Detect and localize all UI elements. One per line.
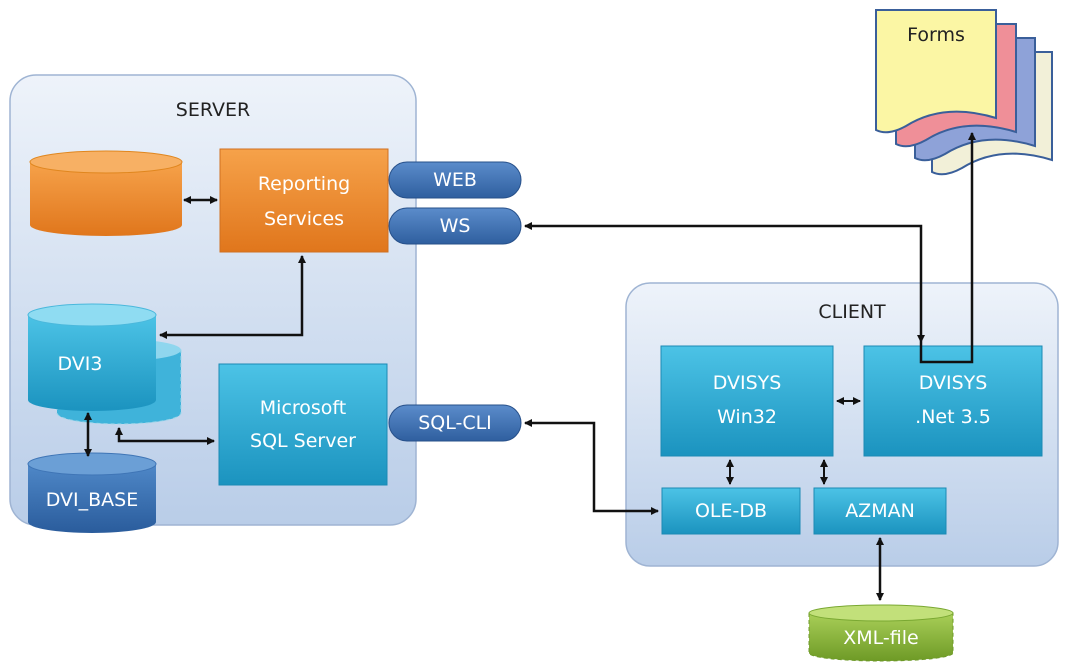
reporting-services-line2: Services bbox=[264, 208, 344, 230]
reporting-services-line1: Reporting bbox=[258, 173, 350, 195]
sql-cli-pill: SQL-CLI bbox=[388, 404, 522, 442]
connector-net-forms bbox=[919, 132, 976, 364]
xml-file-database: XML-file bbox=[808, 604, 954, 662]
forms-documents: Forms bbox=[875, 9, 1053, 176]
orange-database bbox=[29, 150, 183, 236]
connector-dvi3-reporting bbox=[159, 255, 306, 339]
dvi-base-database: DVI_BASE bbox=[27, 452, 157, 533]
web-pill: WEB bbox=[388, 161, 522, 199]
ole-db-box: OLE-DB bbox=[661, 487, 801, 535]
dvi3-label: DVI3 bbox=[58, 353, 103, 375]
ms-sql-server-line1: Microsoft bbox=[260, 397, 346, 419]
xml-file-label: XML-file bbox=[843, 627, 918, 649]
server-label: SERVER bbox=[176, 99, 250, 121]
web-label: WEB bbox=[433, 169, 477, 191]
ws-pill: WS bbox=[388, 207, 522, 245]
ws-label: WS bbox=[440, 215, 471, 237]
dvisys-win32-line1: DVISYS bbox=[713, 372, 782, 394]
reporting-services-box: Reporting Services bbox=[219, 148, 389, 253]
dvisys-net-line2: .Net 3.5 bbox=[915, 406, 991, 428]
ms-sql-server-line2: SQL Server bbox=[250, 430, 356, 452]
connector-ws-net bbox=[524, 222, 925, 343]
connector-dvi3-sqlserver bbox=[115, 427, 215, 445]
dvisys-net-line1: DVISYS bbox=[919, 372, 988, 394]
client-label: CLIENT bbox=[818, 301, 886, 323]
ole-db-label: OLE-DB bbox=[695, 500, 767, 522]
forms-label: Forms bbox=[907, 24, 965, 46]
azman-box: AZMAN bbox=[813, 487, 947, 535]
dvi3-database: DVI3 bbox=[27, 303, 182, 425]
dvi-base-label: DVI_BASE bbox=[46, 489, 139, 511]
azman-label: AZMAN bbox=[845, 500, 915, 522]
dvisys-win32-line2: Win32 bbox=[717, 406, 777, 428]
dvisys-win32-box: DVISYS Win32 bbox=[660, 345, 834, 457]
connector-sqlcli-oledb bbox=[524, 419, 659, 515]
sql-cli-label: SQL-CLI bbox=[418, 412, 492, 434]
dvisys-net-box: DVISYS .Net 3.5 bbox=[863, 345, 1043, 457]
ms-sql-server-box: Microsoft SQL Server bbox=[218, 363, 388, 486]
